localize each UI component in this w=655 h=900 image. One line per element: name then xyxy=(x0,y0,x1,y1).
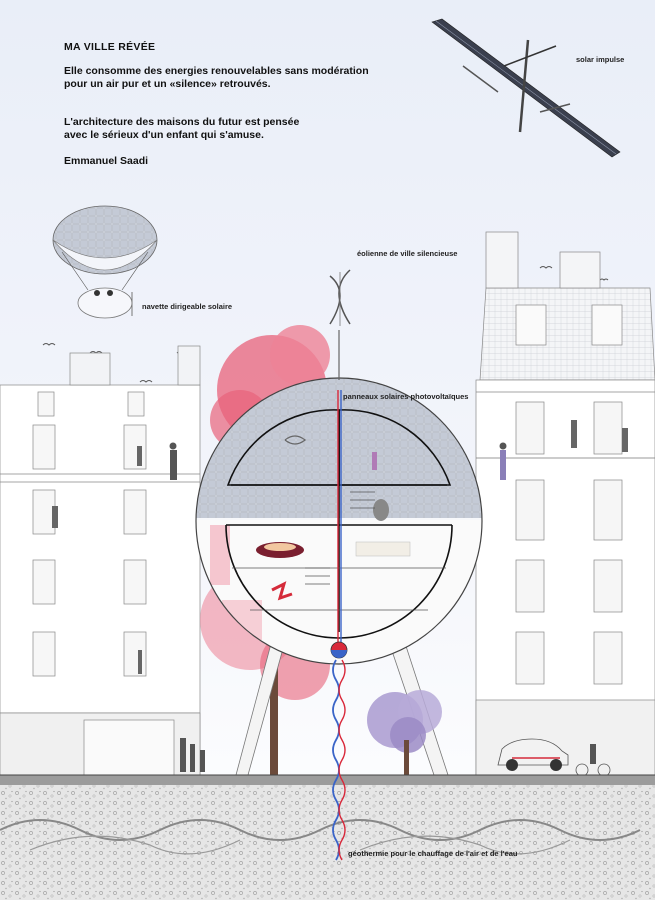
purple-tree xyxy=(367,690,442,775)
electric-car-icon xyxy=(497,738,569,771)
left-building xyxy=(0,345,201,776)
label-solar-plane: solar impulse xyxy=(576,55,625,64)
intro-paragraph-2: L'architecture des maisons du futur est … xyxy=(64,116,300,141)
right-building xyxy=(475,231,655,776)
solar-plane-icon xyxy=(431,18,621,158)
page-title: MA VILLE RÉVÉE xyxy=(64,41,156,53)
people xyxy=(169,442,611,777)
ground xyxy=(0,774,655,900)
label-wind-turbine: éolienne de ville silencieuse xyxy=(357,249,458,258)
author-name: Emmanuel Saadi xyxy=(64,155,149,167)
geothermal-pipes xyxy=(330,390,348,861)
label-geothermal: géothermie pour le chauffage de l'air et… xyxy=(348,849,518,858)
label-airship: navette dirigeable solaire xyxy=(142,302,233,311)
airship-icon xyxy=(52,205,158,319)
label-solar-panels: panneaux solaires photovoltaïques xyxy=(343,392,469,401)
intro-paragraph-1: Elle consomme des energies renouvelables… xyxy=(64,65,369,90)
wind-turbine-icon xyxy=(329,269,351,380)
